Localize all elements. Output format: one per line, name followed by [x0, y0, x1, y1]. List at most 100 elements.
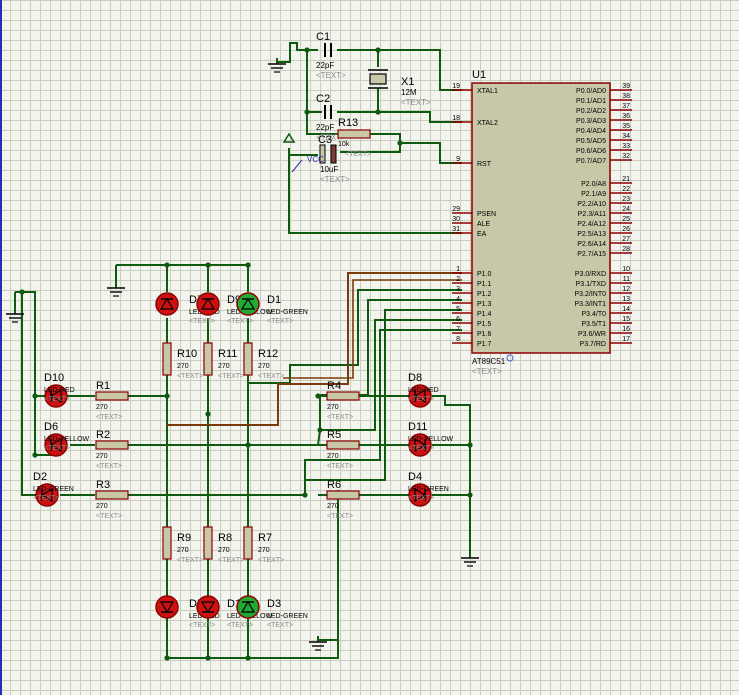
- wire-junction: [302, 492, 308, 498]
- mcu-pin-label: P2.1/A9: [581, 191, 606, 198]
- wire-junction: [245, 442, 251, 448]
- mcu-pin-number: 12: [622, 286, 630, 293]
- wire[interactable]: [367, 133, 462, 164]
- mcu-u1[interactable]: U1AT89C51<TEXT>19XTAL118XTAL29RST29PSEN3…: [452, 69, 632, 376]
- resistor-body[interactable]: [203, 526, 213, 560]
- resistor-body[interactable]: [162, 526, 172, 560]
- led-text-tag: <TEXT>: [408, 396, 434, 403]
- capacitor-text-tag: <TEXT>: [316, 71, 346, 80]
- wire[interactable]: [378, 111, 462, 123]
- resistor-body[interactable]: [162, 342, 172, 376]
- resistor-body[interactable]: [243, 526, 253, 560]
- led-text-tag: <TEXT>: [44, 396, 70, 403]
- resistor-body[interactable]: [203, 342, 213, 376]
- wire[interactable]: [127, 309, 462, 496]
- wire-junction: [304, 109, 310, 115]
- wire[interactable]: [304, 329, 462, 495]
- resistor-ref: R10: [177, 348, 197, 360]
- wire[interactable]: [320, 319, 462, 431]
- led-body[interactable]: [155, 595, 179, 619]
- mcu-pin-number: 22: [622, 186, 630, 193]
- mcu-pin-number: 7: [456, 326, 460, 333]
- wire-junction: [19, 289, 25, 295]
- capacitor-ref: C2: [316, 93, 330, 105]
- led-type: LED-GREEN: [267, 613, 308, 620]
- led-d9[interactable]: D9LED-YELLOW<TEXT>: [196, 292, 273, 325]
- mcu-pin-number: 8: [456, 336, 460, 343]
- led-body[interactable]: [196, 292, 220, 316]
- crystal-text-tag: <TEXT>: [401, 98, 431, 107]
- wire[interactable]: [288, 154, 462, 234]
- resistor-body[interactable]: [337, 129, 371, 139]
- wire[interactable]: [340, 143, 401, 153]
- ground-symbol: [107, 282, 125, 297]
- resistor-ref: R6: [327, 479, 341, 491]
- wire[interactable]: [15, 291, 56, 456]
- resistor-value: 270: [96, 503, 108, 510]
- wire[interactable]: [337, 49, 379, 67]
- wire[interactable]: [378, 49, 462, 91]
- wire[interactable]: [167, 272, 462, 426]
- resistor-body[interactable]: [326, 440, 360, 450]
- mcu-pin-number: 11: [623, 276, 630, 283]
- resistor-body[interactable]: [95, 490, 129, 500]
- mcu-body[interactable]: [471, 82, 611, 354]
- wire[interactable]: [167, 490, 339, 659]
- resistor-value: 270: [327, 503, 339, 510]
- wire[interactable]: [337, 88, 379, 113]
- wire[interactable]: [21, 292, 40, 496]
- led-body[interactable]: [236, 292, 260, 316]
- led-type: LED-YELLOW: [408, 436, 454, 443]
- mcu-pin-label: P0.2/AD2: [576, 108, 606, 115]
- crystal-body[interactable]: [369, 73, 387, 85]
- led-body[interactable]: [155, 292, 179, 316]
- wire[interactable]: [317, 299, 462, 446]
- resistor-body[interactable]: [326, 391, 360, 401]
- wire[interactable]: [432, 395, 471, 555]
- resistor-value: 270: [177, 547, 189, 554]
- mcu-pin-label: P2.0/A8: [581, 181, 606, 188]
- wire[interactable]: [306, 112, 338, 135]
- resistor-text-tag: <TEXT>: [218, 557, 244, 564]
- resistor-body[interactable]: [95, 391, 129, 401]
- wire[interactable]: [277, 42, 318, 63]
- vcc-terminal[interactable]: [282, 132, 296, 143]
- mcu-pin-number: 3: [456, 286, 460, 293]
- led-triangle: [414, 437, 427, 453]
- resistor-body[interactable]: [326, 490, 360, 500]
- resistor-body[interactable]: [243, 342, 253, 376]
- mcu-pin-label: P0.7/AD7: [576, 158, 606, 165]
- resistor-body[interactable]: [95, 440, 129, 450]
- mcu-pin-label: P1.6: [477, 331, 492, 338]
- led-body[interactable]: [196, 595, 220, 619]
- wire[interactable]: [283, 279, 462, 379]
- led-body[interactable]: [236, 595, 260, 619]
